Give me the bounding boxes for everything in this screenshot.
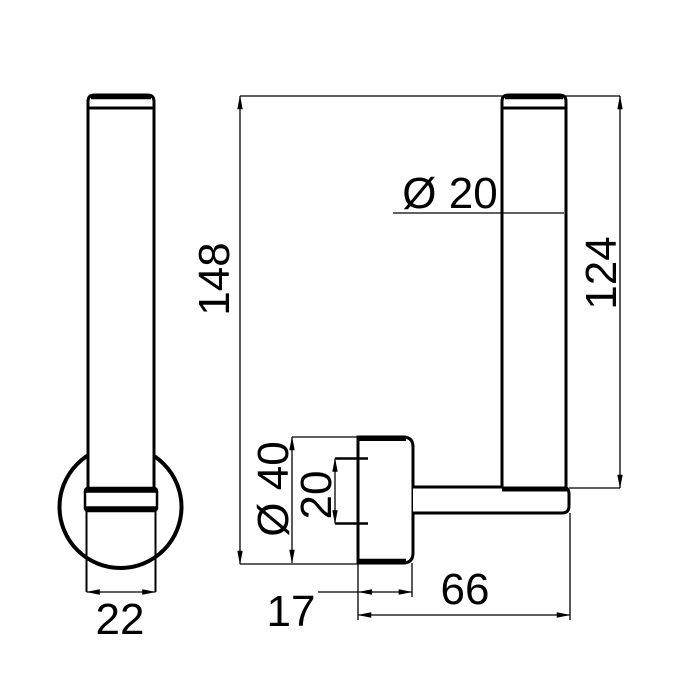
dim-label-hole-spacing: 20	[292, 471, 341, 520]
dim-label-arm-length: 66	[441, 565, 490, 614]
dim-label-post-diameter: Ø 20	[402, 169, 497, 218]
front-view	[356, 93, 571, 565]
dim-label-plate-depth: 17	[267, 587, 316, 636]
side-view	[57, 93, 184, 570]
wall-plate-front	[356, 435, 415, 565]
dimensions: 148 124 Ø 20 Ø 40 20 17 66 22	[85, 95, 626, 644]
dim-label-overall-height: 148	[190, 242, 239, 315]
dim-label-collar-width: 22	[96, 595, 145, 644]
mount-collar-side	[83, 486, 159, 513]
dim-label-plate-diameter: Ø 40	[249, 441, 298, 536]
post-side	[86, 93, 156, 490]
post-front	[500, 93, 568, 487]
dim-arrow-plate-depth-left	[358, 589, 372, 595]
dim-label-post-length: 124	[577, 236, 626, 309]
